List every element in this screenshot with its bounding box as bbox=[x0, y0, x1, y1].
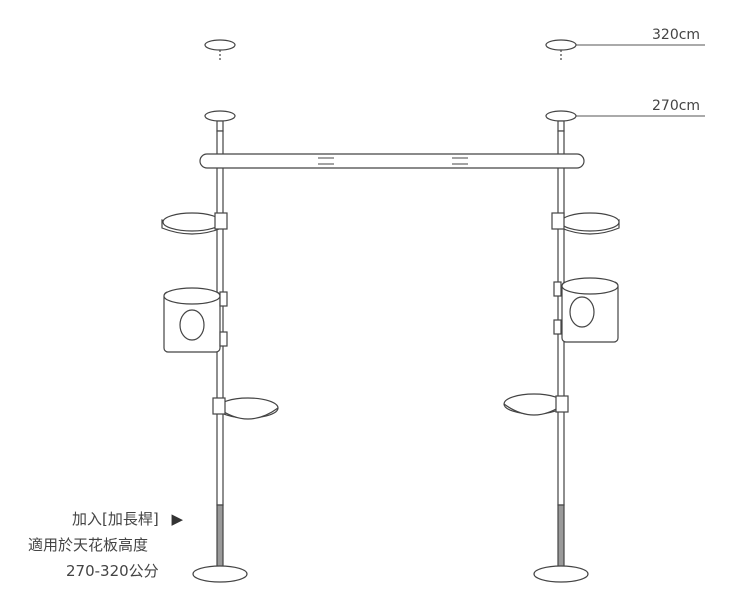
beam-arrow-left-icon bbox=[318, 157, 334, 165]
right-top-cap-270 bbox=[545, 110, 577, 122]
right-pole-assembly bbox=[503, 39, 620, 583]
right-pole-extension bbox=[557, 504, 565, 571]
left-cat-house bbox=[163, 287, 228, 353]
cross-beam bbox=[199, 153, 585, 169]
right-base bbox=[533, 565, 589, 583]
arrow-right-icon: ▶ bbox=[171, 510, 184, 528]
beam-arrow-right-icon bbox=[452, 157, 468, 165]
left-top-cap-320 bbox=[204, 39, 236, 51]
left-pole-extension bbox=[216, 504, 224, 571]
right-bowl-lower bbox=[503, 393, 569, 416]
left-hammock-top bbox=[161, 212, 228, 235]
dimension-label-320: 320cm bbox=[652, 27, 701, 43]
right-cat-house bbox=[553, 277, 619, 343]
annotation-line2: 適用於天花板高度 bbox=[28, 536, 149, 554]
annotation-line1: 加入[加長桿] bbox=[72, 510, 159, 528]
left-bowl-lower bbox=[212, 397, 279, 420]
annotation-line3: 270-320公分 bbox=[66, 562, 159, 580]
right-hammock-top bbox=[551, 212, 620, 235]
annotation-extension-title: 加入[加長桿] ▶ bbox=[72, 508, 183, 529]
left-pole-assembly bbox=[161, 39, 279, 583]
dimension-label-270: 270cm bbox=[652, 98, 701, 114]
left-base bbox=[192, 565, 248, 583]
left-top-cap-270 bbox=[204, 110, 236, 122]
right-top-cap-320 bbox=[545, 39, 577, 51]
